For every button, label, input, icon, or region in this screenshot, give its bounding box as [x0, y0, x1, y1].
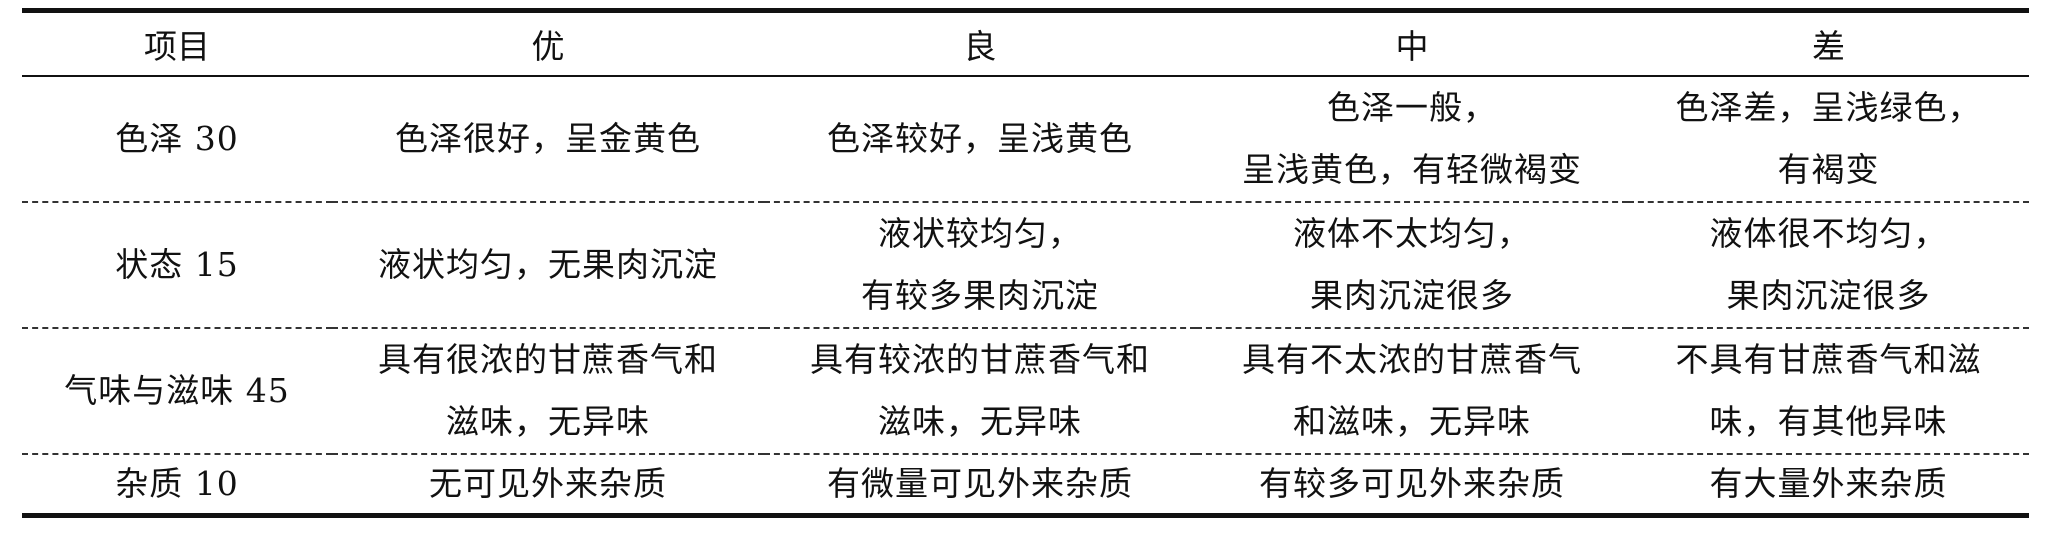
- cell-text-line: 具有较浓的甘蔗香气和: [810, 340, 1150, 379]
- cell-text-line: 有较多果肉沉淀: [861, 276, 1099, 315]
- cell-text-line: 无可见外来杂质: [429, 464, 667, 503]
- header-item: 项目: [144, 27, 210, 66]
- header-row: 项目 优 良 中 差: [22, 10, 2029, 76]
- cell-text-line: 呈浅黄色，有轻微褐变: [1242, 150, 1582, 189]
- cell-good: 有微量可见外来杂质: [764, 454, 1196, 516]
- cell-text-line: 色泽一般，: [1327, 88, 1497, 127]
- scoring-table-container: 项目 优 良 中 差 色泽 30 色泽很好，呈金黄色 色泽较好，呈浅黄色 色泽一…: [22, 8, 2029, 518]
- cell-text-line: 具有不太浓的甘蔗香气: [1242, 340, 1582, 379]
- cell-medium: 液体不太均匀， 果肉沉淀很多: [1196, 202, 1628, 328]
- table-row: 气味与滋味 45 具有很浓的甘蔗香气和 滋味，无异味 具有较浓的甘蔗香气和 滋味…: [22, 328, 2029, 454]
- cell-text-line: 具有很浓的甘蔗香气和: [378, 340, 718, 379]
- cell-medium: 色泽一般， 呈浅黄色，有轻微褐变: [1196, 76, 1628, 202]
- table-row: 杂质 10 无可见外来杂质 有微量可见外来杂质 有较多可见外来杂质 有大量外来杂…: [22, 454, 2029, 516]
- cell-excellent: 无可见外来杂质: [332, 454, 764, 516]
- cell-poor: 不具有甘蔗香气和滋 味，有其他异味: [1628, 328, 2029, 454]
- cell-text-line: 有大量外来杂质: [1709, 464, 1948, 503]
- cell-poor: 液体很不均匀， 果肉沉淀很多: [1628, 202, 2029, 328]
- header-medium: 中: [1395, 27, 1429, 66]
- row-item-label: 色泽 30: [115, 119, 239, 158]
- cell-text-line: 滋味，无异味: [446, 402, 650, 441]
- cell-text-line: 液状较均匀，: [878, 214, 1082, 253]
- cell-medium: 有较多可见外来杂质: [1196, 454, 1628, 516]
- cell-excellent: 液状均匀，无果肉沉淀: [332, 202, 764, 328]
- cell-poor: 有大量外来杂质: [1628, 454, 2029, 516]
- cell-excellent: 色泽很好，呈金黄色: [332, 76, 764, 202]
- cell-text-line: 果肉沉淀很多: [1310, 276, 1514, 315]
- cell-text-line: 色泽较好，呈浅黄色: [827, 119, 1133, 158]
- cell-text-line: 有较多可见外来杂质: [1259, 464, 1565, 503]
- row-item-label: 杂质 10: [115, 464, 239, 503]
- cell-good: 液状较均匀， 有较多果肉沉淀: [764, 202, 1196, 328]
- header-poor: 差: [1812, 27, 1845, 66]
- row-item-label: 气味与滋味 45: [64, 371, 290, 410]
- table-row: 状态 15 液状均匀，无果肉沉淀 液状较均匀， 有较多果肉沉淀 液体不太均匀， …: [22, 202, 2029, 328]
- cell-text-line: 不具有甘蔗香气和滋: [1675, 340, 1982, 379]
- sensory-scoring-table: 项目 优 良 中 差 色泽 30 色泽很好，呈金黄色 色泽较好，呈浅黄色 色泽一…: [22, 8, 2029, 518]
- cell-text-line: 色泽很好，呈金黄色: [395, 119, 701, 158]
- cell-medium: 具有不太浓的甘蔗香气 和滋味，无异味: [1196, 328, 1628, 454]
- header-good: 良: [963, 27, 997, 66]
- header-excellent: 优: [531, 27, 565, 66]
- cell-text-line: 色泽差，呈浅绿色，: [1675, 88, 1982, 127]
- cell-text-line: 液体很不均匀，: [1709, 214, 1948, 253]
- table-row: 色泽 30 色泽很好，呈金黄色 色泽较好，呈浅黄色 色泽一般， 呈浅黄色，有轻微…: [22, 76, 2029, 202]
- cell-text-line: 有微量可见外来杂质: [827, 464, 1133, 503]
- cell-excellent: 具有很浓的甘蔗香气和 滋味，无异味: [332, 328, 764, 454]
- cell-text-line: 液体不太均匀，: [1293, 214, 1531, 253]
- cell-text-line: 和滋味，无异味: [1293, 402, 1531, 441]
- row-item-label: 状态 15: [115, 245, 239, 284]
- cell-text-line: 味，有其他异味: [1709, 402, 1948, 441]
- cell-text-line: 液状均匀，无果肉沉淀: [378, 245, 718, 284]
- cell-poor: 色泽差，呈浅绿色， 有褐变: [1628, 76, 2029, 202]
- cell-good: 色泽较好，呈浅黄色: [764, 76, 1196, 202]
- cell-text-line: 有褐变: [1777, 150, 1880, 189]
- cell-good: 具有较浓的甘蔗香气和 滋味，无异味: [764, 328, 1196, 454]
- cell-text-line: 滋味，无异味: [878, 402, 1082, 441]
- cell-text-line: 果肉沉淀很多: [1726, 276, 1931, 315]
